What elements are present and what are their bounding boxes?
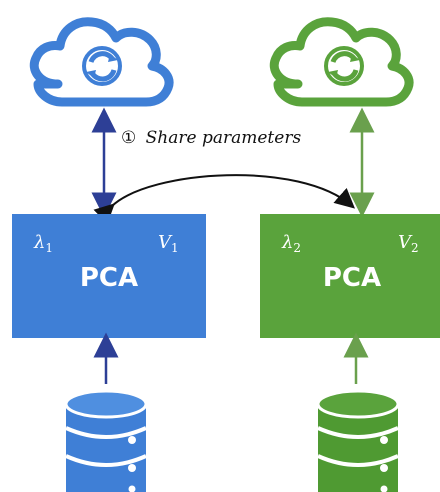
pca-label-right: PCA [323, 263, 381, 293]
v-2-subscript: 2 [411, 241, 419, 255]
sync-arrows-icon-right [324, 46, 364, 86]
v-1-symbol: V [158, 232, 173, 253]
share-parameters-text: Share parameters [146, 128, 302, 148]
database-icon-left [64, 389, 148, 492]
lambda-1-label: λ1 [33, 232, 53, 255]
pca-box-left: λ1 V1 PCA [12, 214, 206, 338]
v-2-symbol: V [398, 232, 413, 253]
lambda-1-symbol: λ [33, 232, 45, 253]
share-parameters-label: ① Share parameters [121, 128, 301, 148]
lambda-2-symbol: λ [281, 232, 293, 253]
v-1-label: V1 [158, 232, 179, 255]
database-icon-right [316, 389, 400, 492]
sync-arrows-icon-left [82, 46, 122, 86]
pca-label-left: PCA [80, 263, 138, 293]
lambda-2-subscript: 2 [293, 241, 301, 255]
lambda-2-label: λ2 [281, 232, 301, 255]
step-marker: ① [121, 128, 136, 148]
v-1-subscript: 1 [171, 241, 179, 255]
cloud-sync-icon-left [29, 17, 174, 107]
v-2-label: V2 [398, 232, 419, 255]
pca-box-right: λ2 V2 PCA [260, 214, 440, 338]
cloud-sync-icon-right [269, 17, 414, 107]
lambda-1-subscript: 1 [45, 241, 53, 255]
share-parameters-curved-arrow [93, 174, 356, 225]
